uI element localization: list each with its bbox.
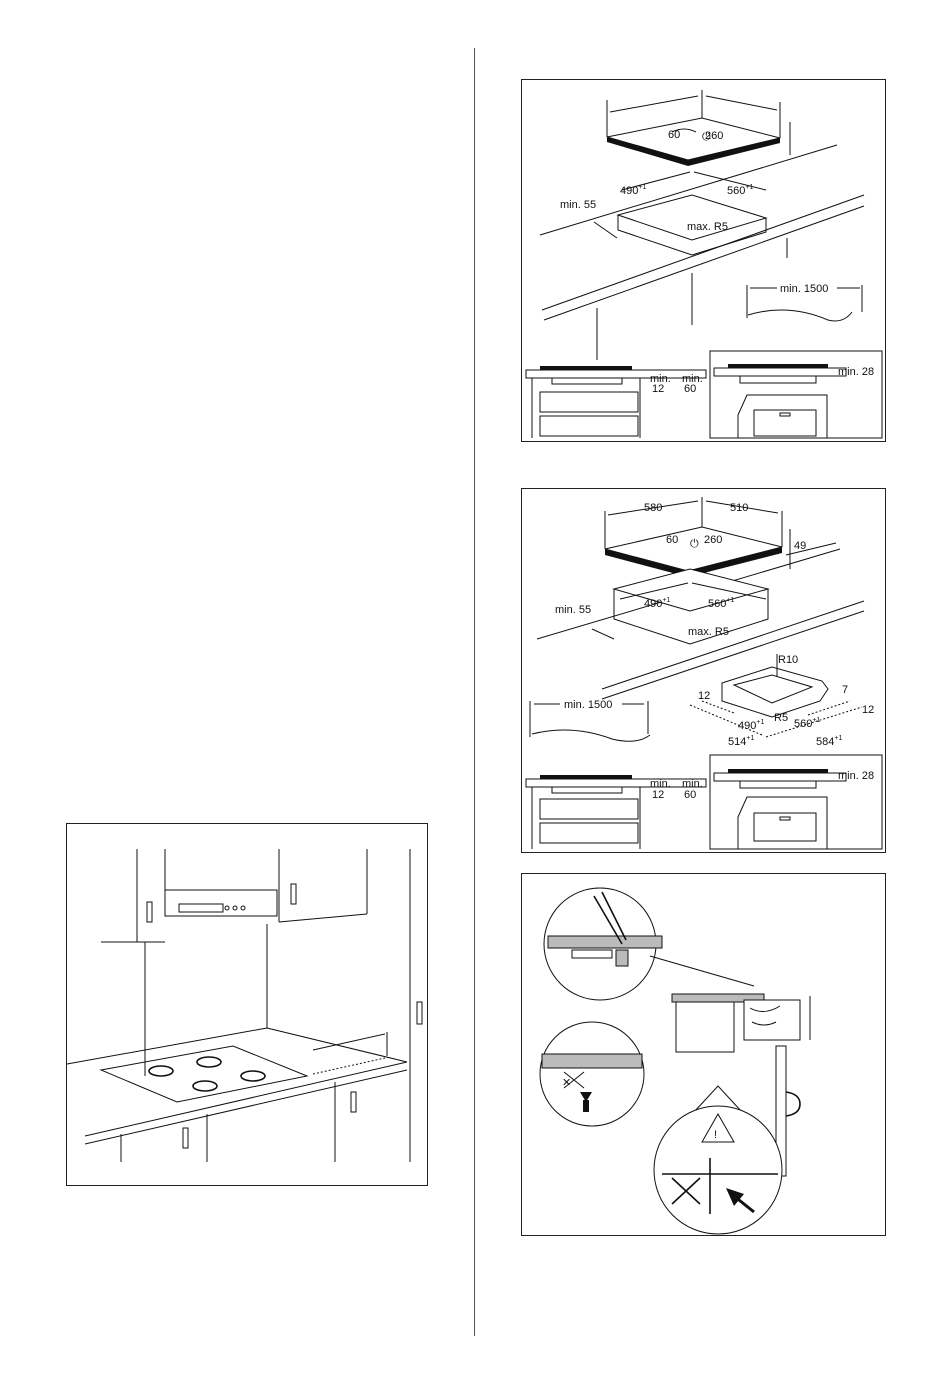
sealing-detail-panel: ✕ ! <box>521 873 886 1236</box>
hob-depth-label: 510 <box>730 502 748 514</box>
cutout-depth-label: 490+1 <box>620 184 646 197</box>
cable-length-label-2: min. 1500 <box>564 699 612 711</box>
cabinet-section-left <box>526 366 706 438</box>
cutout-diagram: 60 ⏻ 260 490+1 560+1 min. 55 max. R5 min… <box>522 80 886 442</box>
r10-label: R10 <box>778 654 798 666</box>
sealing-detail-diagram: ✕ ! <box>522 874 886 1236</box>
frame-cutout-diagram-panel: 580 510 60 ⏻ 260 49 490+1 560+1 min. 55 … <box>521 488 886 853</box>
base-cabinets <box>121 1082 356 1162</box>
min-front-distance-label-2: min. 55 <box>555 604 591 616</box>
cutout-diagram-panel: 60 ⏻ 260 490+1 560+1 min. 55 max. R5 min… <box>521 79 886 442</box>
magnifier-bottom-left <box>540 1022 644 1126</box>
warning-triangle-icon: ! <box>714 1129 717 1141</box>
cabinet-section-left-2 <box>526 775 706 849</box>
power-symbol-icon-2: ⏻ <box>690 538 699 550</box>
gap-12-label: 12 <box>652 383 664 395</box>
r5-label: R5 <box>774 712 788 724</box>
hob-width-label: 580 <box>644 502 662 514</box>
frame-width-label: 560+1 <box>794 717 820 730</box>
gap-12-label-2: 12 <box>652 789 664 801</box>
magnifier-bottom-right <box>654 1086 782 1234</box>
hob-height-label: 49 <box>794 540 806 552</box>
outer-depth-label: 514+1 <box>728 735 754 748</box>
d7-label: 7 <box>842 684 848 696</box>
hob-top-view <box>101 1046 307 1102</box>
min-28-label: min. 28 <box>838 366 874 378</box>
kitchen-installation-diagram <box>67 824 428 1186</box>
d12a-label: 12 <box>698 690 710 702</box>
cutout-depth-label-2: 490+1 <box>644 597 670 610</box>
hob-drawing <box>607 90 780 166</box>
kitchen-installation-panel <box>66 823 428 1186</box>
frame-depth-label: 490+1 <box>738 719 764 732</box>
hob-dim-left-2: 60 <box>666 534 678 546</box>
hob-dim-left: 60 <box>668 129 680 141</box>
d12b-label: 12 <box>862 704 874 716</box>
magnifier-top <box>544 888 662 1000</box>
hob-dim-right: 260 <box>705 130 723 142</box>
worktop-drawing <box>540 145 864 360</box>
hob-dim-right-2: 260 <box>704 534 722 546</box>
gap-60-label-2: 60 <box>684 789 696 801</box>
min-28-label-2: min. 28 <box>838 770 874 782</box>
worktop-drawing-2 <box>537 549 864 699</box>
corner-radius-label-2: max. R5 <box>688 626 729 638</box>
gap-60-label: 60 <box>684 383 696 395</box>
frame-drawing <box>690 654 862 737</box>
wall-cabinets <box>101 849 367 942</box>
min-front-distance-label: min. 55 <box>560 199 596 211</box>
cutout-width-label: 560+1 <box>727 184 753 197</box>
outer-width-label: 584+1 <box>816 735 842 748</box>
corner-radius-label: max. R5 <box>687 221 728 233</box>
oven-section-right <box>710 351 882 438</box>
cable-length-label: min. 1500 <box>780 283 828 295</box>
frame-cutout-diagram: 580 510 60 ⏻ 260 49 490+1 560+1 min. 55 … <box>522 489 886 853</box>
cross-mark-icon: ✕ <box>562 1077 571 1089</box>
cutout-width-label-2: 560+1 <box>708 597 734 610</box>
page-divider <box>474 48 475 1336</box>
